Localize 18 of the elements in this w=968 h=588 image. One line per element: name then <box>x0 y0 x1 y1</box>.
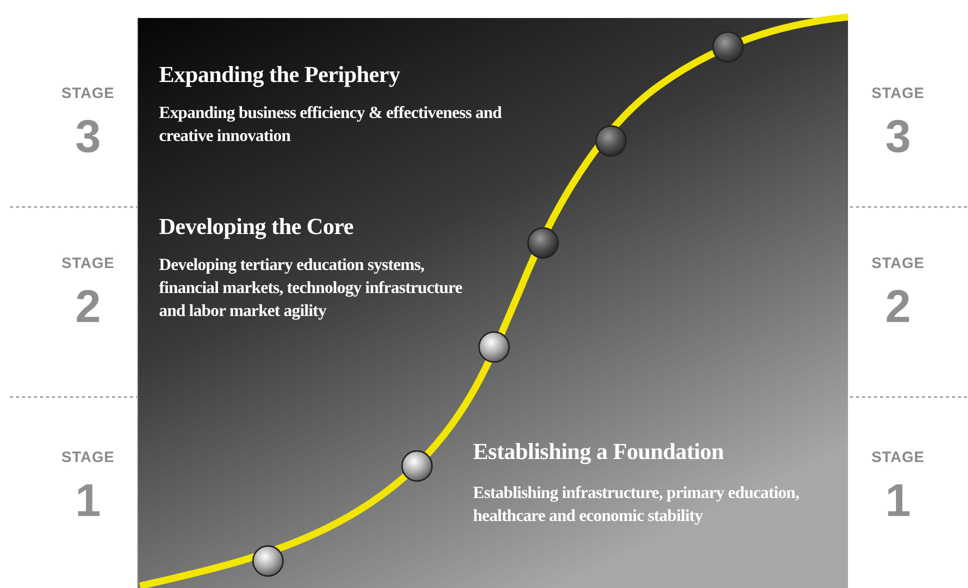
stage-heading: Expanding the Periphery <box>159 62 400 88</box>
stage-description: Expanding business efficiency & effectiveness and creative innovation <box>159 102 503 147</box>
stage-number: 1 <box>74 477 102 523</box>
stage-label: STAGE <box>870 255 926 272</box>
stage-label: STAGE <box>60 255 116 272</box>
stage-label: STAGE <box>870 449 926 466</box>
stage-number: 2 <box>884 283 912 329</box>
stage-number: 2 <box>74 283 102 329</box>
stage-description: Establishing infrastructure, primary education, healthcare and economic stability <box>473 482 800 527</box>
stage-description: Developing tertiary education systems, financial markets, technology infrastructure and labor market agility <box>159 254 464 322</box>
stage-number: 3 <box>74 113 102 159</box>
stage-label: STAGE <box>60 449 116 466</box>
stage-heading: Establishing a Foundation <box>473 439 724 465</box>
stage-label: STAGE <box>60 85 116 102</box>
stage-number: 3 <box>884 113 912 159</box>
stage-number: 1 <box>884 477 912 523</box>
stage-label: STAGE <box>870 85 926 102</box>
stage-heading: Developing the Core <box>159 214 354 240</box>
